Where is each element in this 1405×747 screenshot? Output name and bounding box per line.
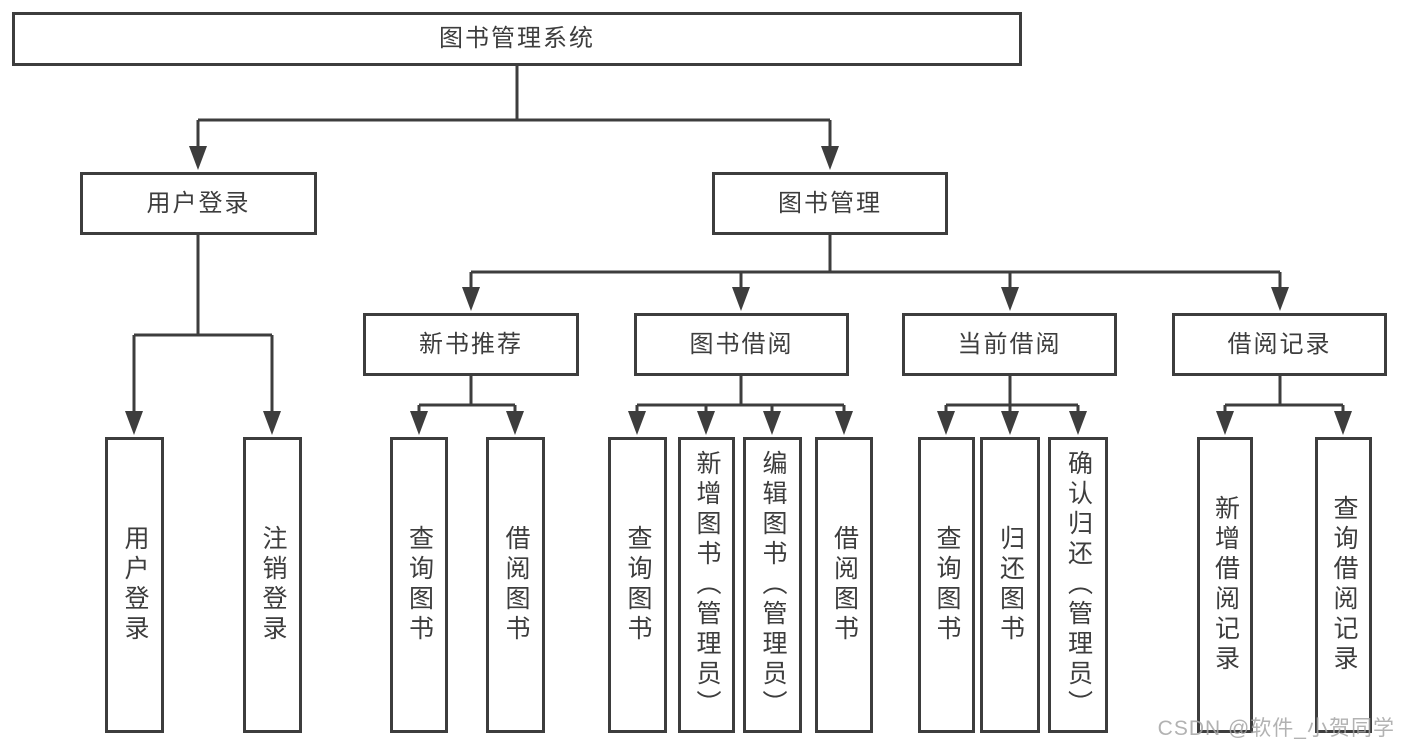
leaf-label: 借阅图书 xyxy=(502,525,530,645)
node-library-management-system: 图书管理系统 xyxy=(12,12,1022,66)
leaf-add-borrow-record: 新增借阅记录 xyxy=(1197,437,1253,733)
leaf-label: 新增图书（管理员） xyxy=(693,450,721,720)
node-label: 图书管理系统 xyxy=(439,25,595,52)
leaf-label: 查询借阅记录 xyxy=(1330,495,1358,675)
leaf-query-book-current: 查询图书 xyxy=(918,437,975,733)
leaf-label: 编辑图书（管理员） xyxy=(759,450,787,720)
node-label: 借阅记录 xyxy=(1227,330,1332,358)
leaf-add-book-admin: 新增图书（管理员） xyxy=(678,437,735,733)
leaf-label: 确认归还（管理员） xyxy=(1064,450,1093,720)
node-new-book-recommend: 新书推荐 xyxy=(363,313,579,376)
leaf-return-book: 归还图书 xyxy=(980,437,1040,733)
leaf-confirm-return-admin: 确认归还（管理员） xyxy=(1048,437,1108,733)
node-label: 用户登录 xyxy=(146,189,251,217)
leaf-borrow-book: 借阅图书 xyxy=(815,437,873,733)
node-current-borrow: 当前借阅 xyxy=(902,313,1117,376)
node-book-management-module: 图书管理 xyxy=(712,172,948,235)
leaf-borrow-book-recommend: 借阅图书 xyxy=(486,437,545,733)
leaf-label: 注销登录 xyxy=(259,525,287,645)
leaf-label: 查询图书 xyxy=(405,525,434,645)
node-borrow-records: 借阅记录 xyxy=(1172,313,1387,376)
node-label: 新书推荐 xyxy=(419,330,523,358)
leaf-query-book-borrow: 查询图书 xyxy=(608,437,667,733)
leaf-label: 查询图书 xyxy=(933,525,961,645)
leaf-edit-book-admin: 编辑图书（管理员） xyxy=(743,437,802,733)
node-user-login-module: 用户登录 xyxy=(80,172,317,235)
leaf-query-borrow-record: 查询借阅记录 xyxy=(1315,437,1372,733)
leaf-label: 归还图书 xyxy=(996,525,1025,645)
leaf-label: 用户登录 xyxy=(121,525,149,645)
leaf-logout: 注销登录 xyxy=(243,437,302,733)
node-book-borrow: 图书借阅 xyxy=(634,313,849,376)
csdn-watermark: CSDN @软件_小贺同学 xyxy=(1157,717,1395,740)
leaf-query-book-recommend: 查询图书 xyxy=(390,437,448,733)
node-label: 图书管理 xyxy=(778,189,882,217)
leaf-label: 新增借阅记录 xyxy=(1211,495,1240,675)
node-label: 当前借阅 xyxy=(957,330,1062,358)
node-label: 图书借阅 xyxy=(689,330,794,358)
leaf-label: 查询图书 xyxy=(624,525,652,645)
leaf-label: 借阅图书 xyxy=(830,525,859,645)
leaf-user-login: 用户登录 xyxy=(105,437,164,733)
